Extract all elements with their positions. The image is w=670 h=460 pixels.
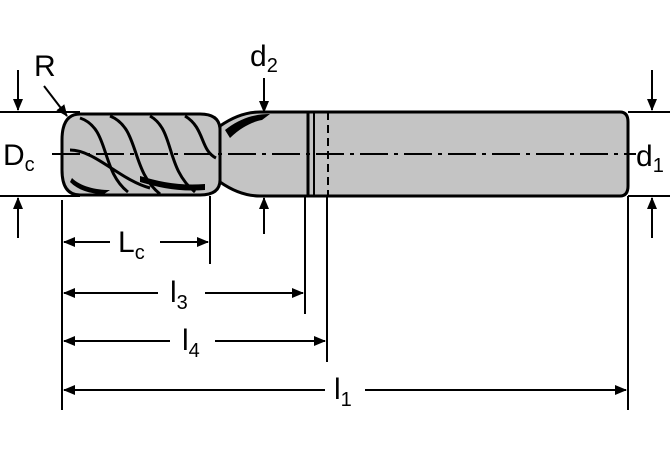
cutting-diameter-label: Dc bbox=[3, 139, 35, 176]
shank-diameter-label: d1 bbox=[636, 140, 664, 177]
length-extension-lines bbox=[61, 196, 629, 410]
reach-length-label: l3 bbox=[170, 276, 188, 314]
radius-leader bbox=[43, 85, 68, 117]
neck-length-label: l4 bbox=[182, 324, 200, 362]
flute-shadow bbox=[70, 178, 110, 194]
flute-shadow bbox=[140, 176, 205, 191]
overall-length-label: l1 bbox=[334, 373, 352, 411]
radius-label: R bbox=[34, 50, 56, 83]
flutes bbox=[69, 114, 217, 196]
cutting-length-label: Lc bbox=[118, 226, 145, 264]
neck-diameter-label: d2 bbox=[250, 40, 278, 77]
flute-shadow bbox=[225, 114, 270, 138]
